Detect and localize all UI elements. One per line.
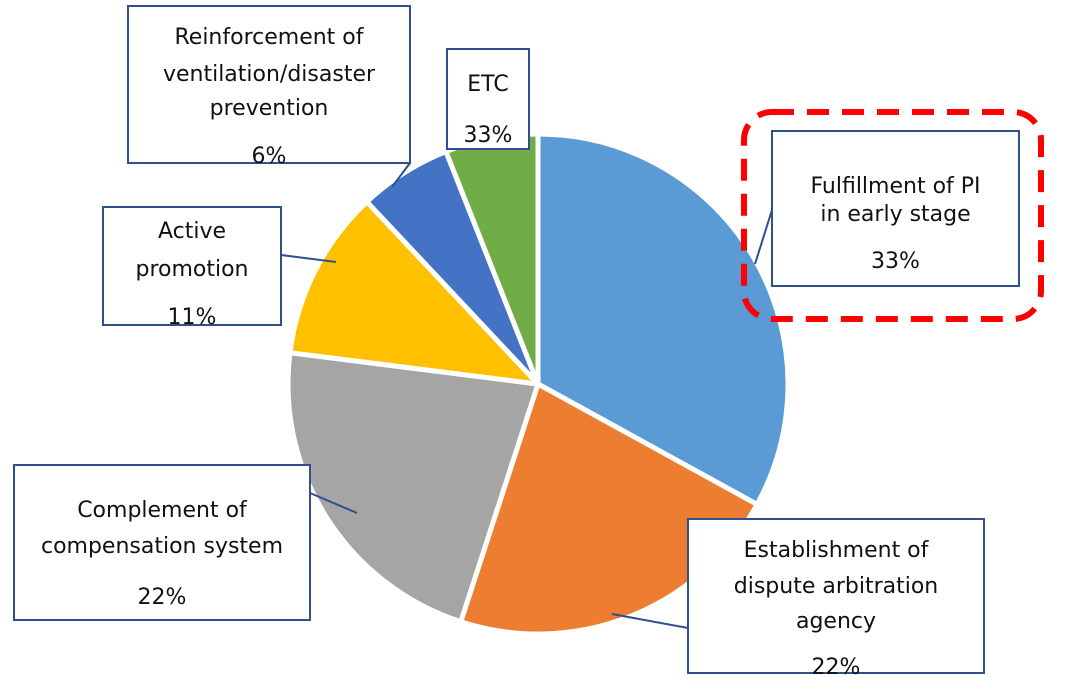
callout-label-line: Active	[158, 219, 226, 244]
pie-slices	[285, 131, 791, 637]
callout-percent-label: 6%	[252, 144, 287, 169]
callout: Reinforcement of ventilation/disaster prev…	[127, 5, 411, 169]
callout-label-line: dispute arbitration	[734, 574, 939, 599]
callout-box	[687, 518, 985, 674]
callout-label-line: prevention	[210, 96, 329, 121]
callout-label-line: promotion	[135, 257, 248, 282]
callout-percent-label: 33%	[464, 123, 513, 148]
callout-leader-line	[611, 613, 689, 629]
callout-label-line: Establishment of	[744, 538, 930, 563]
callout-label-line: Fulfillment of PI	[810, 174, 980, 199]
pie-slice	[287, 199, 541, 387]
pie-slice	[285, 350, 541, 625]
callout: Fulfillment of PI in early stage 33%	[771, 130, 1020, 287]
callout-label-line: Reinforcement of	[174, 25, 364, 50]
callout: Establishment of dispute arbitration agenc…	[687, 518, 985, 680]
pie-slice	[535, 131, 791, 507]
callout: ETC 33%	[446, 48, 530, 150]
callout-percent-label: 22%	[138, 585, 187, 610]
callout: Active promotion 11%	[102, 206, 282, 330]
callout-percent-label: 11%	[168, 305, 217, 330]
callout-leader-line	[280, 254, 337, 263]
callout-box	[446, 48, 530, 150]
callout-percent-label: 22%	[812, 655, 861, 680]
callout: Complement of compensation system 22%	[13, 464, 311, 621]
highlight-dashed-frame	[741, 109, 1044, 322]
callout-box	[102, 206, 282, 326]
callout-label-line: agency	[796, 609, 876, 634]
callout-leaders	[280, 162, 773, 629]
callout-label-line: ETC	[467, 72, 508, 97]
callout-leader-line	[391, 162, 411, 188]
callout-label-line: ventilation/disaster	[163, 62, 376, 87]
callout-box	[13, 464, 311, 621]
callout-percent-label: 33%	[871, 249, 920, 274]
callout-label-line: Complement of	[77, 498, 248, 523]
callouts: Fulfillment of PI in early stage 33% Establ…	[13, 5, 1044, 680]
callout-box	[127, 5, 411, 164]
callout-label-line: compensation system	[41, 534, 283, 559]
callout-label-line: in early stage	[820, 202, 970, 227]
callout-leader-line	[309, 492, 358, 514]
callout-leader-line	[754, 209, 773, 265]
callout-box	[771, 130, 1020, 287]
